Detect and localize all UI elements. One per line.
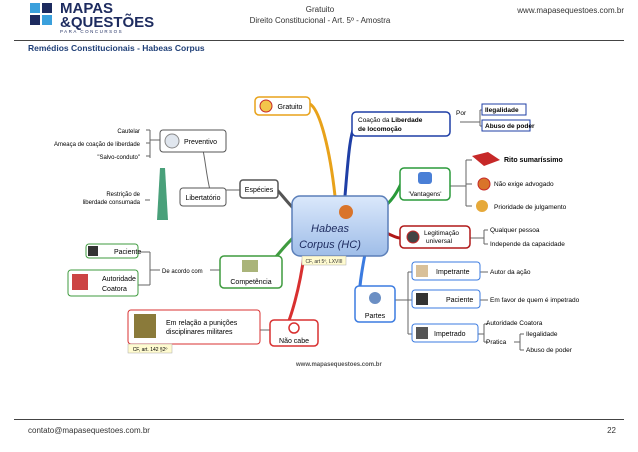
svg-text:Autoridade Coatora: Autoridade Coatora [486,320,543,327]
priority-icon [476,200,488,212]
svg-text:CF, art. 142 §2º: CF, art. 142 §2º [133,347,168,353]
police-icon [72,274,88,290]
rocket-icon [472,152,500,166]
svg-text:Paciente: Paciente [446,297,473,304]
svg-text:liberdade consumada: liberdade consumada [83,200,141,206]
logo-text: MAPAS &QUESTÕES [60,0,155,31]
svg-text:Libertatório: Libertatório [185,195,220,202]
svg-text:Coação da Liberdade: Coação da Liberdade [358,117,423,124]
svg-text:De acordo com: De acordo com [162,269,203,275]
svg-text:Preventivo: Preventivo [184,139,217,146]
prison-icon [416,293,428,305]
no-lawyer-icon [477,177,491,191]
svg-text:Pratica: Pratica [486,339,507,346]
footer-email[interactable]: contato@mapasequestoes.com.br [28,426,150,435]
prohibited-icon [288,322,300,334]
center-node: Habeas Corpus (HC) CF, art 5º, LXVIII [291,195,389,266]
svg-text:Coatora: Coatora [102,286,127,293]
gavel-icon [339,205,353,219]
page-subtitle: Remédios Constitucionais - Habeas Corpus [28,43,205,53]
ghost-icon [164,133,180,149]
soldiers-icon [134,314,156,338]
center-title-1: Habeas [311,223,349,235]
svg-text:Ilegalidade: Ilegalidade [485,107,519,114]
svg-text:Autoridade: Autoridade [102,276,136,283]
center-title-2: Corpus (HC) [299,239,361,251]
page-number: 22 [607,426,616,435]
svg-text:Partes: Partes [365,313,386,320]
node-nao-cabe: Não cabe Em relação a punições disciplin… [127,309,319,354]
impetrado-icon [416,327,428,339]
watermark: www.mapasequestoes.com.br [295,362,382,368]
svg-text:Qualquer pessoa: Qualquer pessoa [490,227,540,234]
svg-text:de locomoção: de locomoção [358,126,402,133]
node-vantagens: 'Vantagens' Rito sumaríssimo Não exige a… [399,152,567,212]
header-center: Gratuito Direito Constitucional - Art. 5… [210,4,430,26]
impetrante-icon [416,265,428,277]
svg-text:Não exige advogado: Não exige advogado [494,181,554,188]
header-divider [14,40,624,41]
center-ref: CF, art 5º, LXVIII [305,259,342,265]
svg-text:"Salvo-conduto": "Salvo-conduto" [97,155,140,161]
svg-text:universal: universal [426,238,453,245]
footer-divider [14,419,624,420]
svg-text:Ameaça de coação de liberdade: Ameaça de coação de liberdade [54,142,141,148]
logo-tagline: PARA CONCURSOS [60,29,124,34]
svg-text:'Vantagens': 'Vantagens' [408,191,441,198]
node-partes: Partes Impetrante Autor da ação Paciente… [354,261,580,354]
node-coacao: Coação da Liberdade de locomoção Por Ile… [351,103,535,137]
statue-of-liberty-icon [157,168,168,220]
svg-text:Abuso de poder: Abuso de poder [526,347,573,354]
svg-text:Rito sumaríssimo: Rito sumaríssimo [504,157,563,164]
svg-text:Independe da capacidade: Independe da capacidade [490,241,565,248]
svg-text:Autor da ação: Autor da ação [490,269,531,276]
target-icon [406,230,420,244]
svg-text:Impetrado: Impetrado [434,331,466,338]
label-por: Por [456,110,467,117]
node-competencia: Competência De acordo com Paciente Autor… [67,243,283,297]
svg-text:Em favor de quem é impetrado: Em favor de quem é impetrado [490,297,580,304]
svg-text:Em relação a punições: Em relação a punições [166,320,238,327]
logo-icon [30,3,52,25]
svg-text:Competência: Competência [230,279,271,286]
svg-text:Gratuito: Gratuito [278,104,303,111]
node-especies: Espécies Preventivo Cautelar Ameaça de c… [54,129,279,220]
svg-text:Espécies: Espécies [245,187,274,194]
svg-text:Impetrante: Impetrante [436,269,470,276]
svg-text:Restrição de: Restrição de [106,192,140,198]
svg-text:Prioridade de julgamento: Prioridade de julgamento [494,204,567,211]
svg-text:Cautelar: Cautelar [117,129,140,135]
header-gratuito: Gratuito [305,5,335,14]
svg-text:Não cabe: Não cabe [279,338,309,345]
thumbs-up-icon [418,172,432,184]
svg-text:Paciente: Paciente [114,249,141,256]
svg-text:Ilegalidade: Ilegalidade [526,331,558,338]
svg-text:Abuso de poder: Abuso de poder [485,123,535,130]
people-icon [369,292,381,304]
header-url[interactable]: www.mapasequestoes.com.br [517,6,624,15]
court-icon [242,260,258,272]
jail-icon [88,246,98,256]
svg-text:Legitimação: Legitimação [424,230,459,237]
node-gratuito: Gratuito [254,96,311,116]
no-money-icon [259,99,273,113]
svg-text:disciplinares militares: disciplinares militares [166,329,233,336]
node-legitimacao: Legitimação universal Qualquer pessoa In… [399,225,565,249]
header-doc-title: Direito Constitucional - Art. 5º - Amost… [249,16,391,25]
